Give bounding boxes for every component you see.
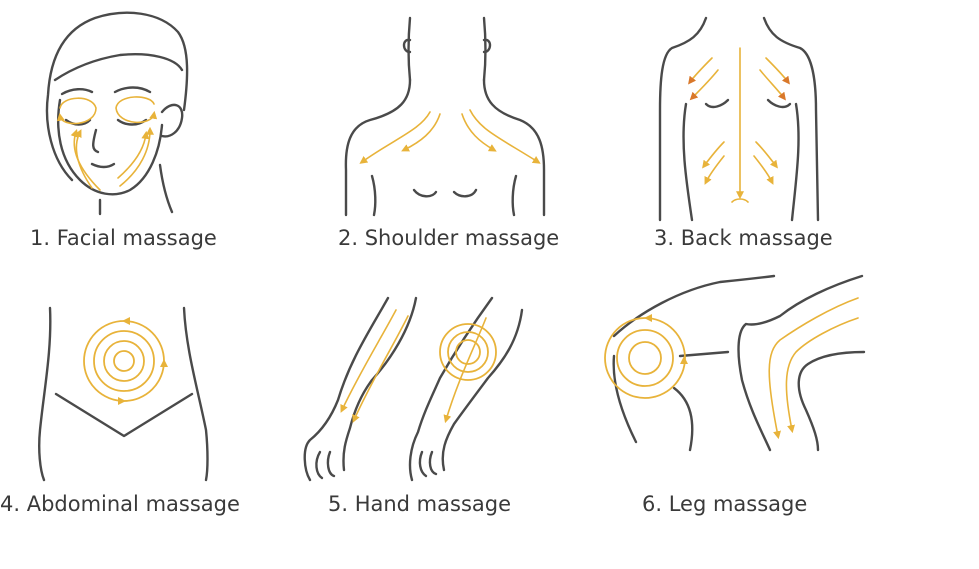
caption-facial-massage: 1. Facial massage (30, 226, 217, 250)
caption-abdominal-massage: 4. Abdominal massage (0, 492, 240, 516)
arm-icon (303, 296, 524, 482)
abdomen-icon (38, 306, 209, 482)
caption-leg-massage: 6. Leg massage (642, 492, 808, 516)
knee-icon (604, 274, 866, 452)
caption-back-massage: 3. Back massage (654, 226, 833, 250)
shoulders-icon (344, 16, 546, 217)
caption-shoulder-massage: 2. Shoulder massage (338, 226, 560, 250)
caption-hand-massage: 5. Hand massage (328, 492, 512, 516)
back-icon (658, 16, 820, 222)
face-icon (45, 11, 189, 216)
